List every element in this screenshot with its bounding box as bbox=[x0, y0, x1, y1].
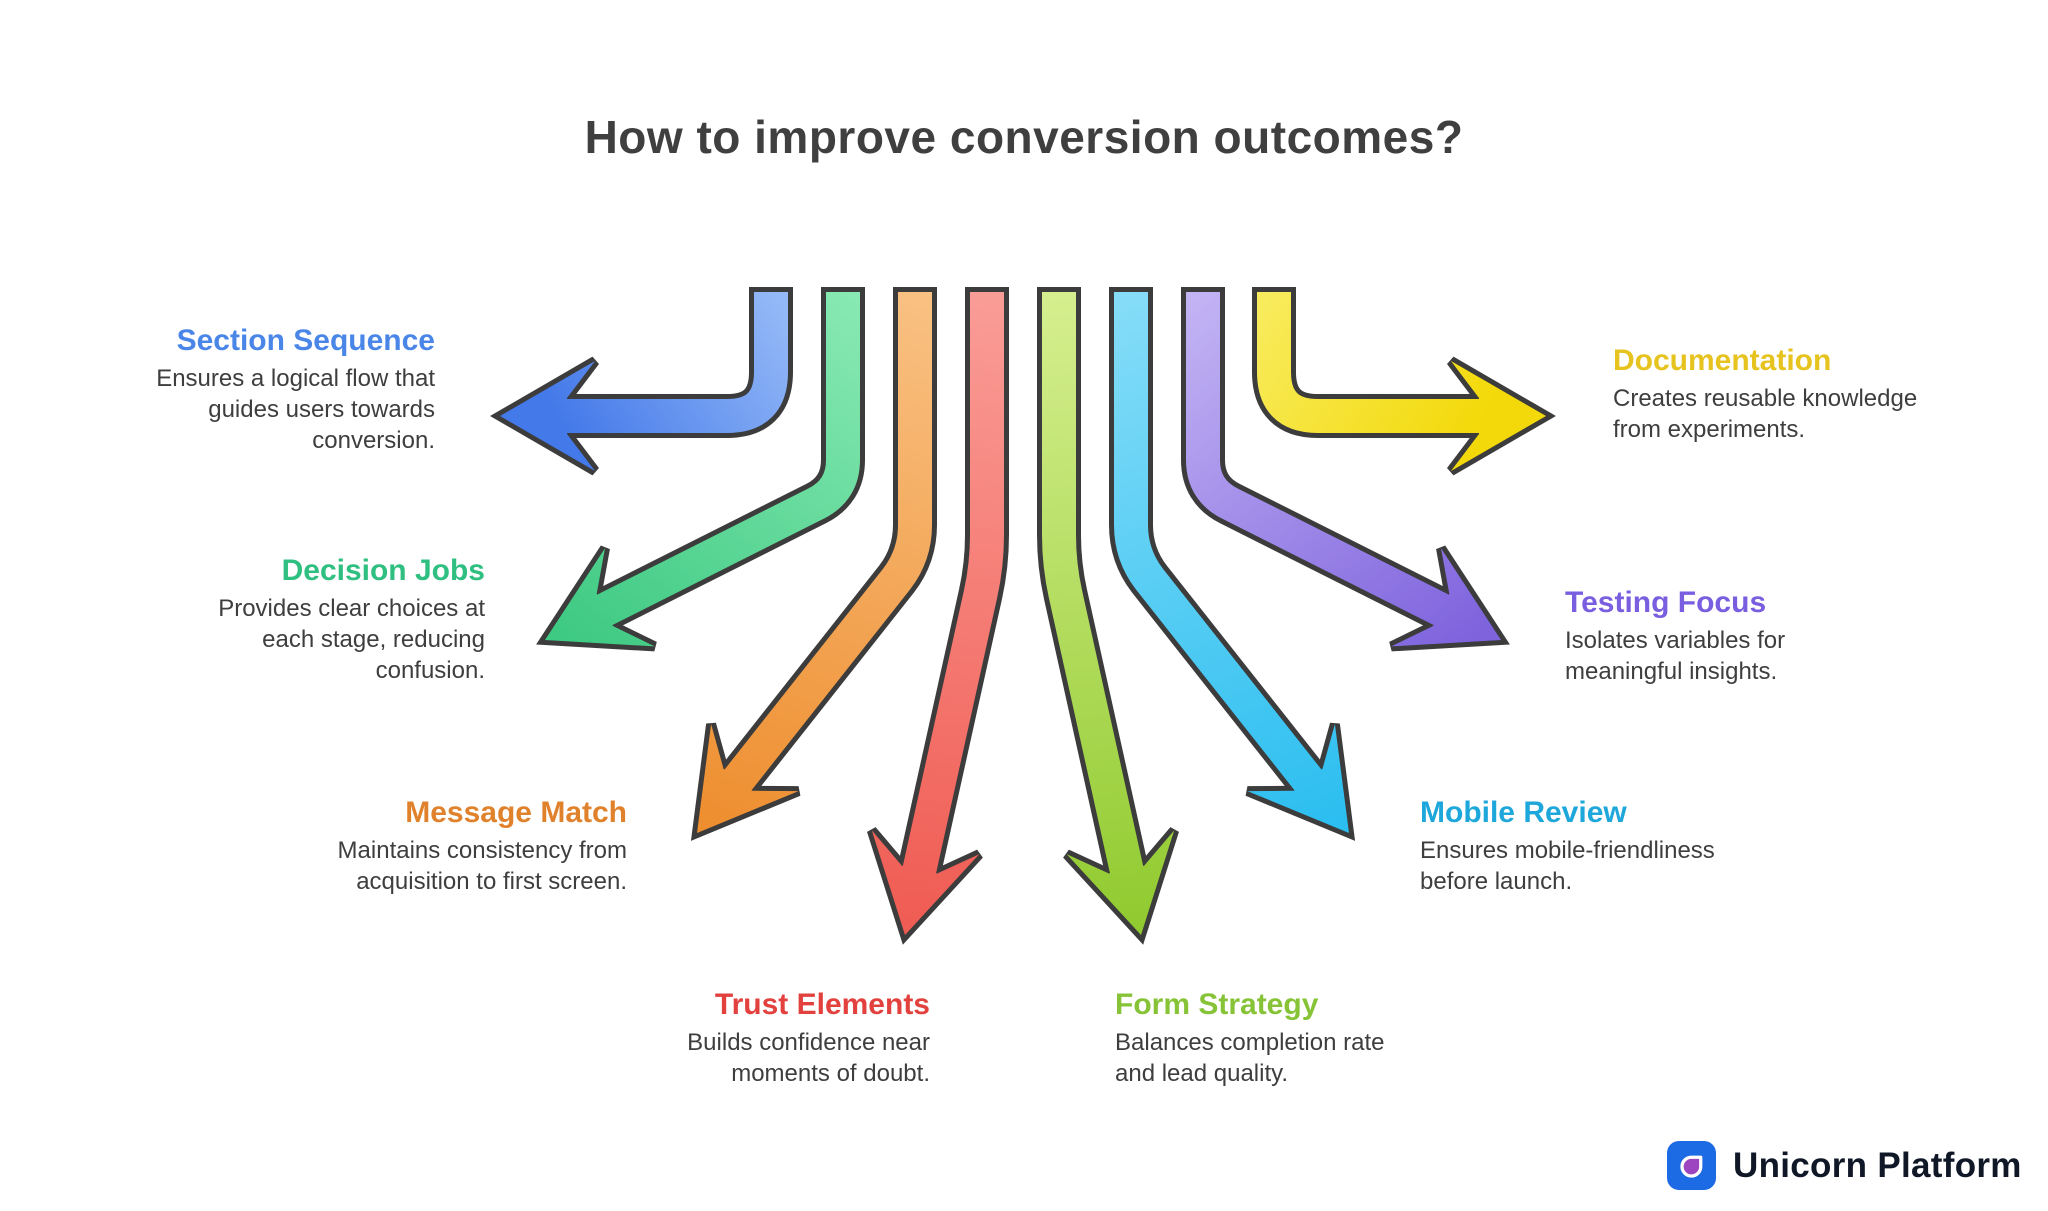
item-title: Testing Focus bbox=[1565, 586, 1767, 619]
page-title: How to improve conversion outcomes? bbox=[584, 111, 1464, 163]
item-trust-elements: Trust Elements Builds confidence near mo… bbox=[665, 986, 930, 1089]
item-description: Provides clear choices at each stage, re… bbox=[218, 595, 485, 684]
item-title: Documentation bbox=[1613, 344, 1832, 377]
item-title: Section Sequence bbox=[176, 324, 435, 357]
brand-name: Unicorn Platform bbox=[1733, 1145, 2022, 1185]
item-mobile-review: Mobile Review Ensures mobile-friendlines… bbox=[1420, 794, 1740, 897]
arrow-section-sequence bbox=[490, 287, 793, 476]
unicorn-platform-logo-icon bbox=[1667, 1141, 1716, 1190]
item-description: Isolates variables for meaningful insigh… bbox=[1565, 627, 1786, 685]
arrow-message-match bbox=[690, 287, 937, 841]
arrow-form-strategy bbox=[1037, 287, 1179, 945]
item-testing-focus: Testing Focus Isolates variables for mea… bbox=[1565, 584, 1820, 687]
item-description: Maintains consistency from acquisition t… bbox=[337, 837, 627, 895]
arrow-documentation bbox=[1252, 287, 1556, 476]
item-title: Decision Jobs bbox=[281, 554, 485, 587]
item-section-sequence: Section Sequence Ensures a logical flow … bbox=[130, 322, 435, 456]
arrow-decision-jobs bbox=[536, 287, 865, 652]
item-description: Balances completion rate and lead qualit… bbox=[1115, 1029, 1385, 1087]
item-description: Ensures mobile-friendliness before launc… bbox=[1420, 837, 1715, 895]
item-title: Message Match bbox=[405, 796, 627, 829]
item-description: Creates reusable knowledge from experime… bbox=[1613, 385, 1918, 443]
item-title: Form Strategy bbox=[1115, 988, 1319, 1021]
arrow-trust-elements bbox=[867, 287, 1009, 945]
footer-brand: Unicorn Platform bbox=[1667, 1141, 2022, 1190]
item-message-match: Message Match Maintains consistency from… bbox=[322, 794, 627, 897]
item-description: Ensures a logical flow that guides users… bbox=[156, 365, 435, 454]
item-title: Mobile Review bbox=[1420, 796, 1627, 829]
item-documentation: Documentation Creates reusable knowledge… bbox=[1613, 342, 1928, 445]
item-form-strategy: Form Strategy Balances completion rate a… bbox=[1115, 986, 1400, 1089]
item-description: Builds confidence near moments of doubt. bbox=[687, 1029, 930, 1087]
item-title: Trust Elements bbox=[714, 988, 930, 1021]
droplet-icon bbox=[1679, 1155, 1702, 1178]
arrow-testing-focus bbox=[1181, 287, 1510, 652]
arrow-mobile-review bbox=[1109, 287, 1356, 841]
item-decision-jobs: Decision Jobs Provides clear choices at … bbox=[195, 552, 485, 686]
